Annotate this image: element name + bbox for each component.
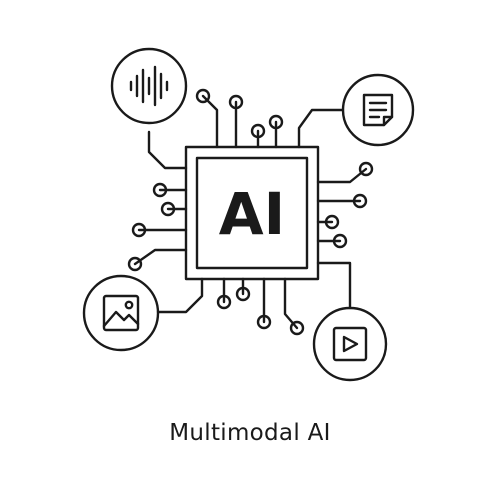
ai-chip bbox=[184, 145, 320, 281]
caption: Multimodal AI bbox=[169, 420, 331, 446]
image-icon bbox=[102, 294, 140, 332]
circuit-terminals bbox=[127, 88, 374, 336]
play-icon bbox=[332, 326, 368, 362]
image-modality-node bbox=[82, 274, 160, 352]
document-icon bbox=[362, 93, 394, 127]
chip-label: AI bbox=[219, 180, 285, 248]
audio-waveform-icon bbox=[129, 65, 169, 107]
text-modality-node bbox=[341, 73, 415, 147]
video-modality-node bbox=[312, 306, 388, 382]
audio-modality-node bbox=[110, 47, 188, 125]
